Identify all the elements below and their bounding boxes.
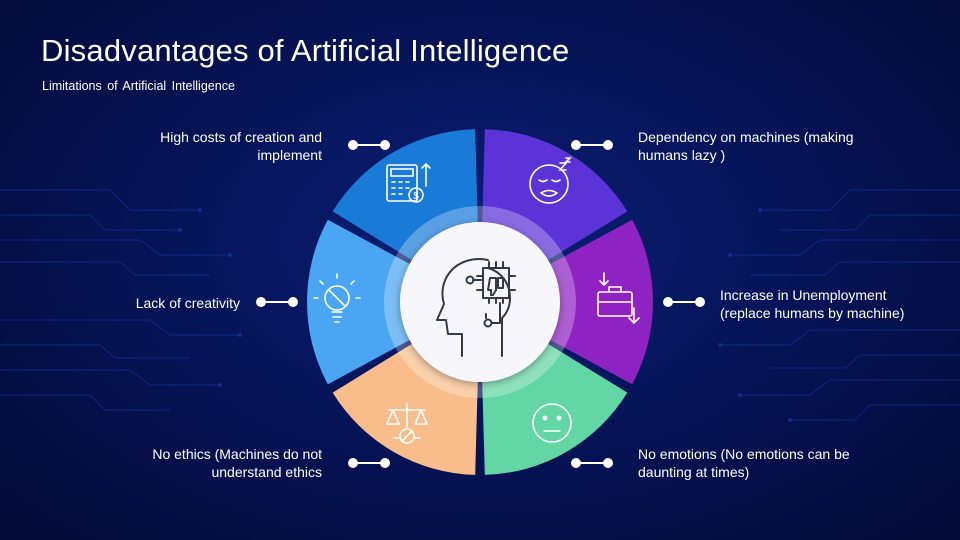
briefcase-down-icon — [597, 272, 640, 324]
label-no-emotions: No emotions (No emotions can be daunting… — [638, 446, 850, 480]
segment-unemployment — [515, 219, 653, 385]
label-dependency: Dependency on machines (making humans la… — [638, 129, 854, 163]
label-high-costs: High costs of creation and implement — [160, 129, 322, 163]
lightbulb-off-icon — [313, 273, 361, 323]
calculator-money-icon: $ — [386, 162, 431, 203]
connector-no-emotions — [571, 457, 613, 469]
sleepy-face-icon — [529, 157, 572, 204]
page-subtitle: Limitations of Artificial Intelligence — [42, 79, 235, 93]
svg-text:$: $ — [413, 191, 419, 202]
connector-creativity — [256, 296, 298, 308]
connector-no-ethics — [348, 457, 390, 469]
ai-head-thumbs-down-icon — [436, 258, 516, 357]
connector-dependency — [571, 139, 613, 151]
neutral-face-icon — [532, 403, 572, 443]
scales-icon — [386, 403, 428, 444]
center-disc — [400, 222, 560, 382]
connector-unemployment — [663, 296, 705, 308]
label-no-ethics: No ethics (Machines do not understand et… — [152, 446, 322, 480]
label-unemployment: Increase in Unemployment (replace humans… — [720, 287, 905, 321]
page-title: Disadvantages of Artificial Intelligence — [41, 33, 570, 68]
label-creativity: Lack of creativity — [135, 295, 240, 311]
connector-high-costs — [348, 139, 390, 151]
segment-creativity — [307, 219, 445, 385]
